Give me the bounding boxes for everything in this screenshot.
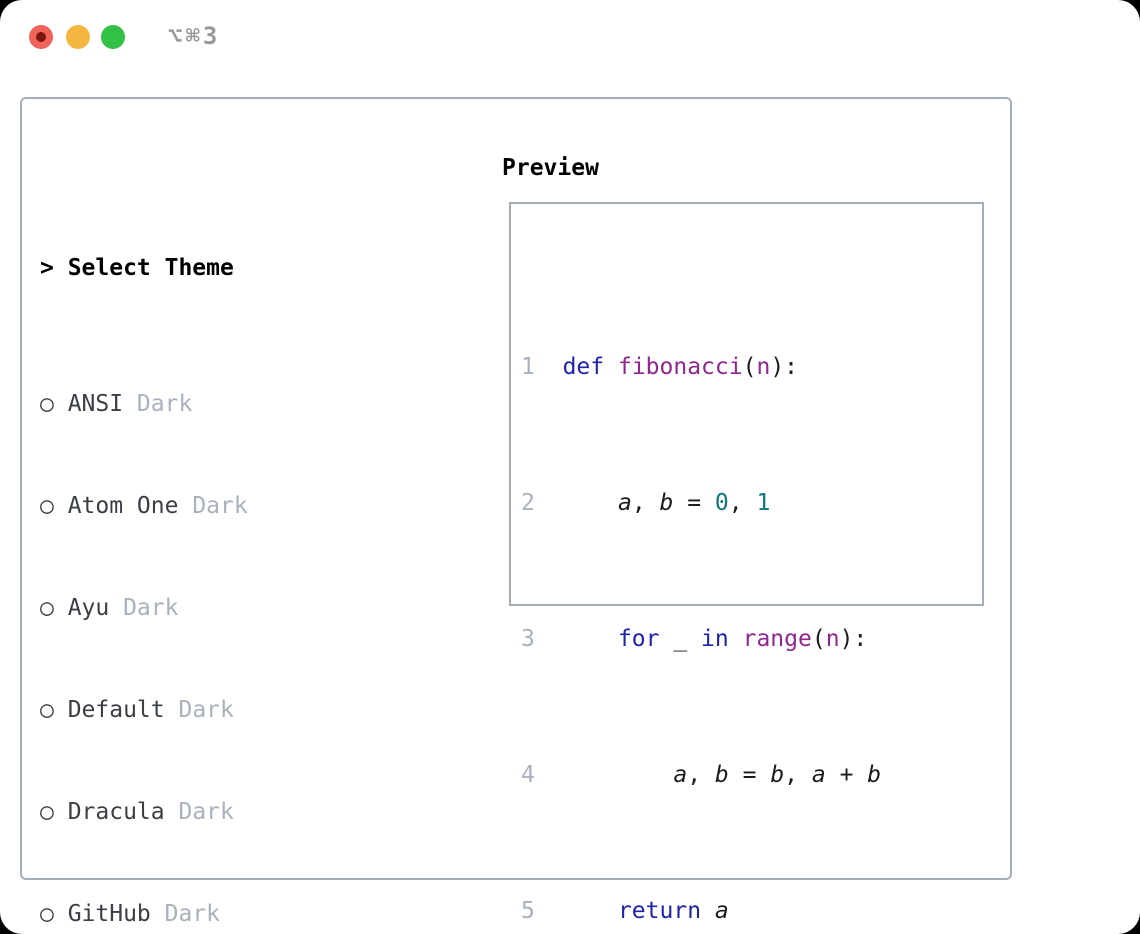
theme-name: GitHub bbox=[67, 901, 151, 927]
theme-option-ayu-dark[interactable]: ○ Ayu Dark bbox=[40, 591, 428, 625]
theme-option-ansi-dark[interactable]: ○ ANSI Dark bbox=[40, 387, 428, 421]
theme-variant: Dark bbox=[164, 901, 221, 927]
theme-option-atom-one-dark[interactable]: ○ Atom One Dark bbox=[40, 489, 428, 523]
theme-option-default-dark[interactable]: ○ Default Dark bbox=[40, 693, 428, 727]
radio-icon: ○ bbox=[40, 697, 54, 723]
code-line-5: 5 return a bbox=[521, 898, 729, 924]
theme-name: Atom One bbox=[67, 493, 179, 519]
radio-icon: ○ bbox=[40, 901, 54, 927]
radio-icon: ○ bbox=[40, 493, 54, 519]
line-number: 5 bbox=[521, 898, 535, 924]
select-theme-title: Select Theme bbox=[67, 255, 234, 281]
theme-name: Ayu bbox=[67, 595, 110, 621]
theme-name: Dracula bbox=[67, 799, 165, 825]
window-title: ⌥⌘3 bbox=[168, 22, 221, 50]
code-line-2: 2 a, b = 0, 1 bbox=[521, 490, 771, 516]
theme-name: Default bbox=[67, 697, 165, 723]
line-number: 1 bbox=[521, 354, 535, 380]
theme-variant: Dark bbox=[123, 595, 179, 621]
theme-variant: Dark bbox=[178, 799, 234, 825]
theme-variant: Dark bbox=[178, 697, 234, 723]
code-line-3: 3 for _ in range(n): bbox=[521, 626, 868, 652]
radio-icon: ○ bbox=[40, 799, 54, 825]
theme-variant: Dark bbox=[136, 391, 193, 417]
radio-icon: ○ bbox=[40, 595, 54, 621]
line-number: 3 bbox=[521, 626, 535, 652]
theme-option-github-dark[interactable]: ○ GitHub Dark bbox=[40, 897, 428, 931]
preview-pane: 1 def fibonacci(n): 2 a, b = 0, 1 3 for … bbox=[509, 202, 984, 924]
line-number: 4 bbox=[521, 762, 535, 788]
theme-name: ANSI bbox=[67, 391, 124, 417]
line-number: 2 bbox=[521, 490, 535, 516]
preview-title: Preview bbox=[502, 155, 599, 181]
radio-icon: ○ bbox=[40, 391, 54, 417]
theme-variant: Dark bbox=[192, 493, 248, 519]
select-theme-header: > Select Theme bbox=[40, 251, 428, 285]
theme-option-dracula-dark[interactable]: ○ Dracula Dark bbox=[40, 795, 428, 829]
code-line-4: 4 a, b = b, a + b bbox=[521, 762, 882, 788]
window-close-button[interactable] bbox=[29, 25, 53, 49]
window-zoom-button[interactable] bbox=[101, 25, 125, 49]
code-preview: 1 def fibonacci(n): 2 a, b = 0, 1 3 for … bbox=[521, 248, 950, 934]
code-line-1: 1 def fibonacci(n): bbox=[521, 354, 799, 380]
selection-prompt-icon: > bbox=[40, 255, 54, 281]
window-minimize-button[interactable] bbox=[66, 25, 90, 49]
